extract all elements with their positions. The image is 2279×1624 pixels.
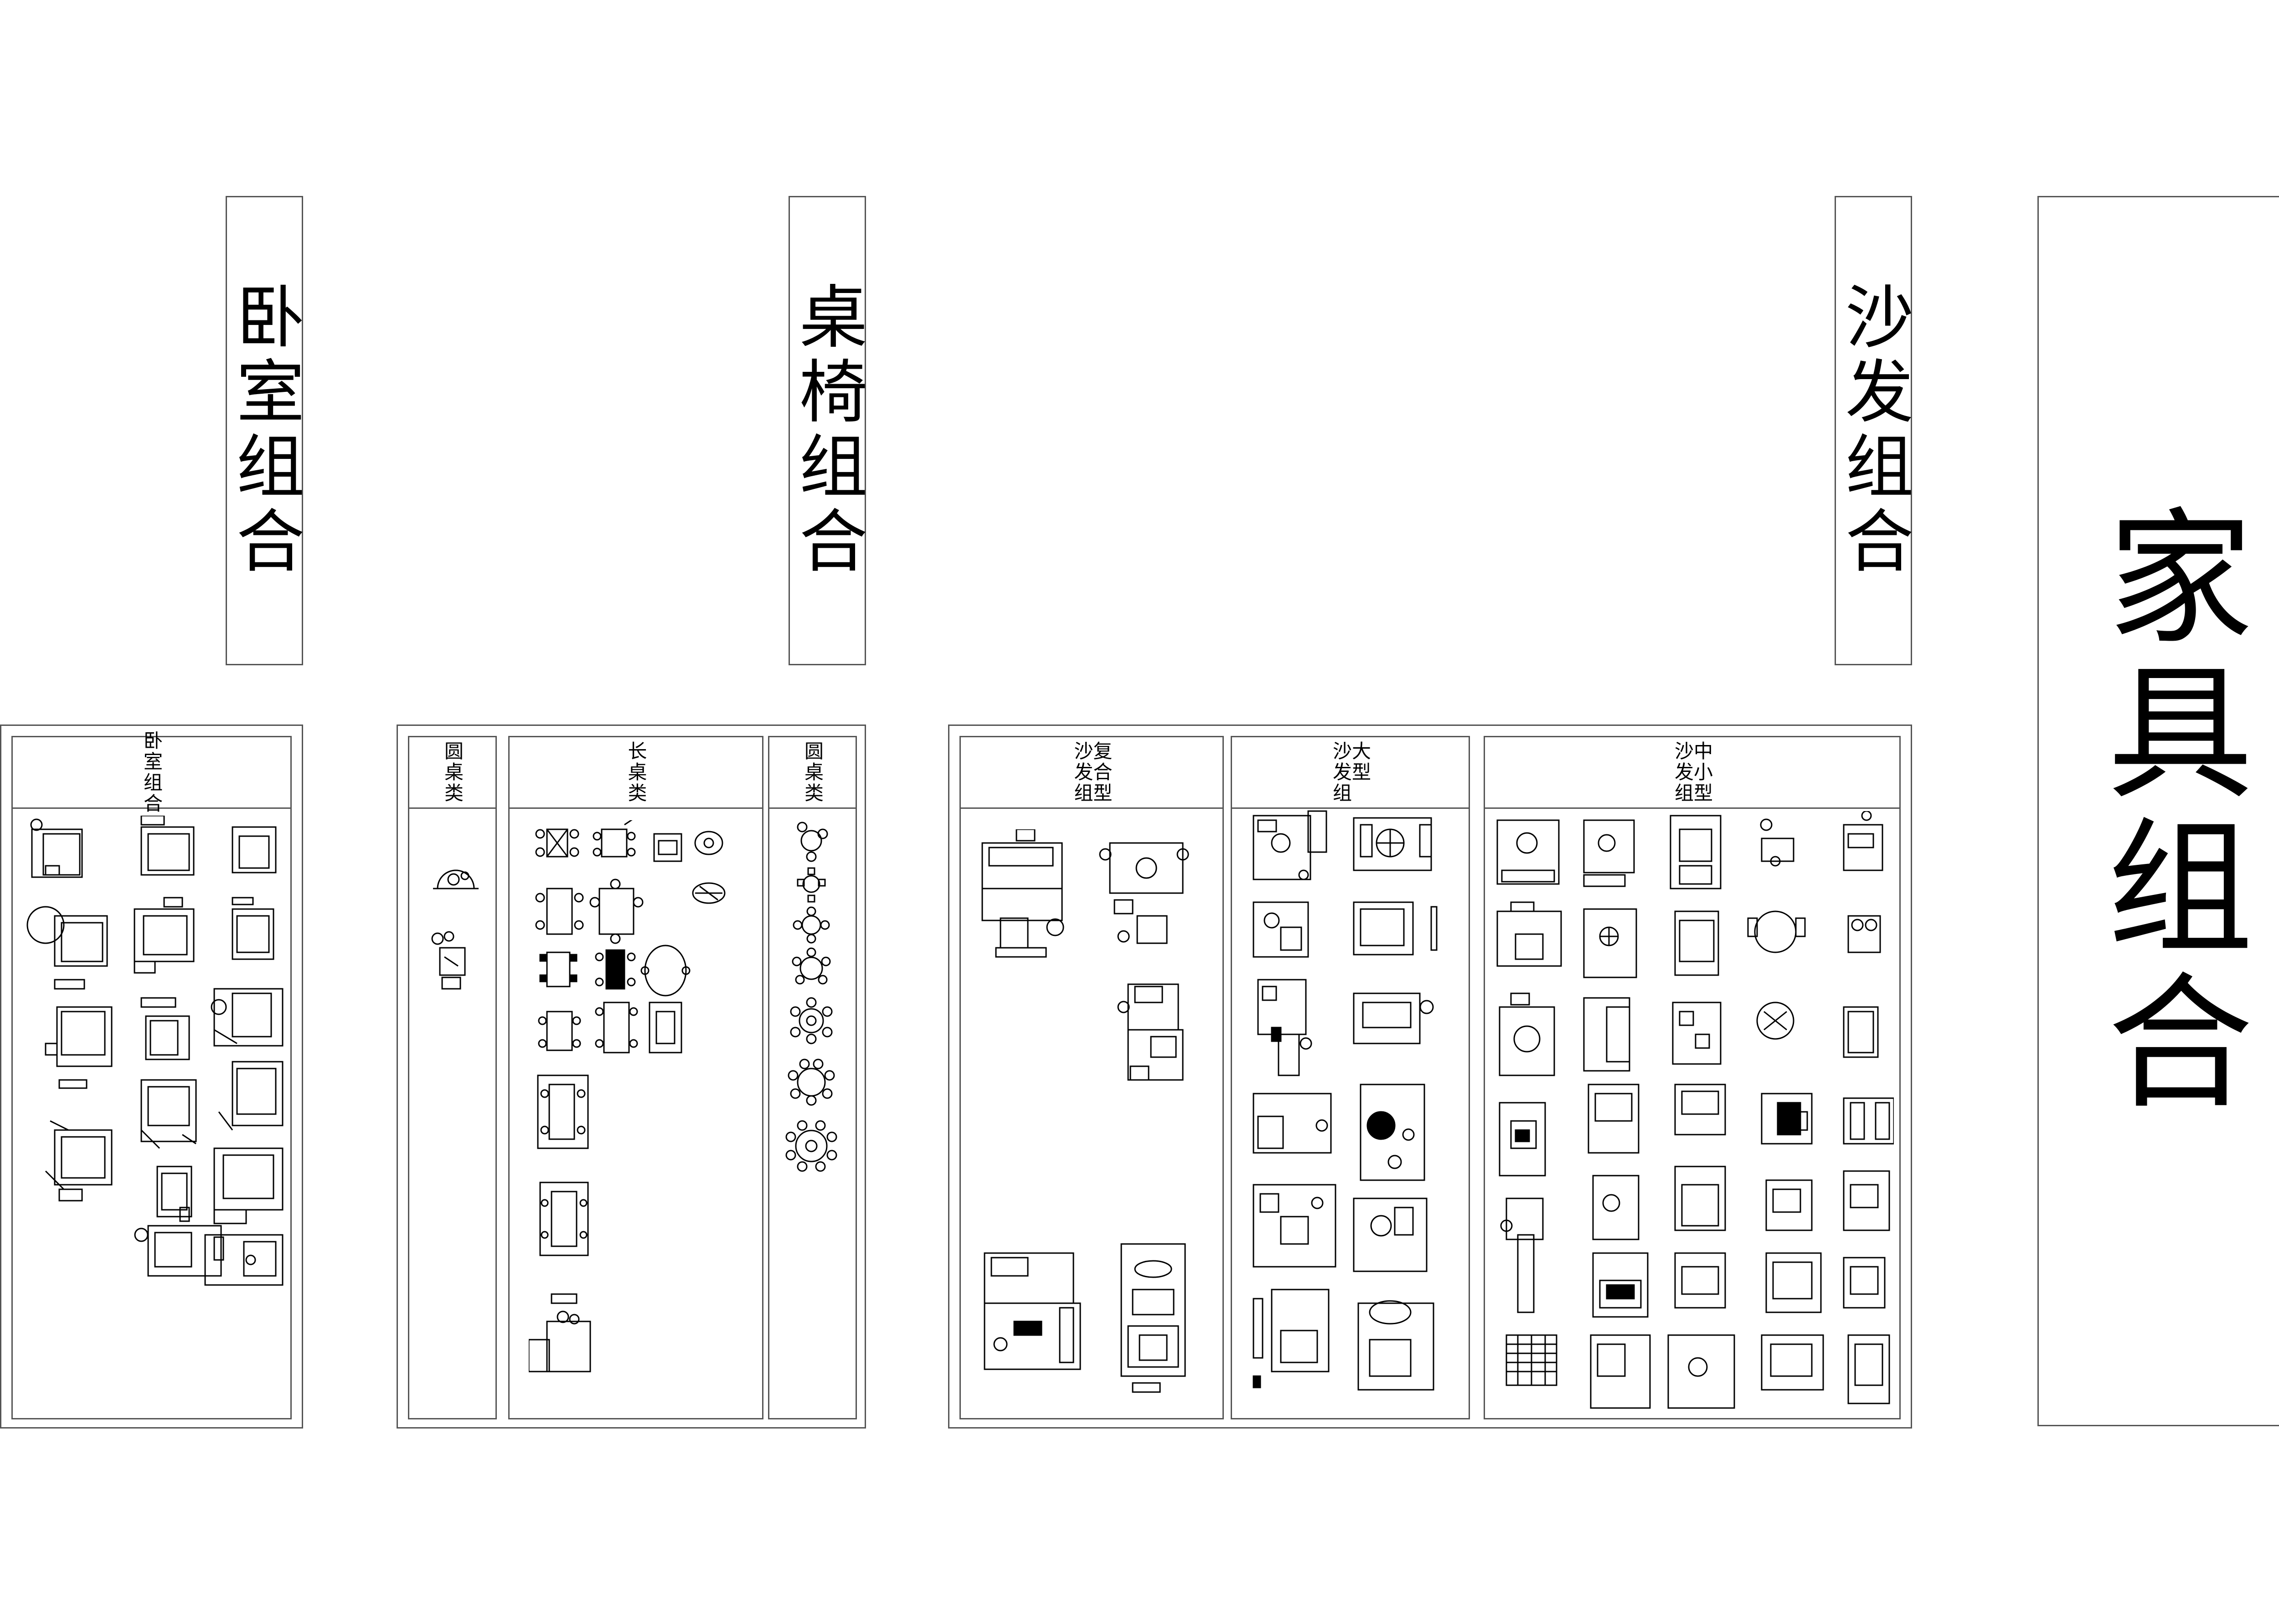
round-table-right-symbols [785,822,837,1172]
round-table-left-panel [408,736,497,1419]
round-table-right-header-box: 圆桌类 [768,736,857,809]
table-chair-section-label-box: 桌椅组合 [788,196,867,665]
main-title: 家具组合 [2083,501,2252,1121]
bedroom-section-label: 卧室组合 [225,281,304,580]
large-sofa-header-box: 大型 沙发组 [1231,736,1470,809]
long-table-symbols [529,820,726,1372]
bedroom-section-label-box: 卧室组合 [225,196,304,665]
composite-sofa-header: 复合型 沙发组 [1071,741,1113,804]
composite-sofa-header-box: 复合型 沙发组 [959,736,1224,809]
table-chair-section-label: 桌椅组合 [788,281,867,580]
sofa-section-label-box: 沙发组合 [1834,196,1913,665]
large-sofa-header: 大型 沙发组 [1330,741,1372,804]
main-title-box: 家具组合 [2037,196,2279,1426]
large-sofa-symbols [1253,810,1438,1391]
bedroom-furniture-symbols [26,816,284,1286]
long-table-header: 长桌类 [625,741,647,804]
sofa-section-label: 沙发组合 [1834,281,1913,580]
composite-sofa-symbols [981,829,1189,1393]
small-medium-sofa-header: 中小型 沙发组 [1671,741,1713,804]
sofa-group-frame [948,725,1912,1429]
small-medium-sofa-symbols [1496,811,1894,1409]
round-table-left-header: 圆桌类 [441,741,464,804]
bedroom-panel-header: 卧室组合 [140,730,163,814]
bedroom-group-frame [0,725,303,1429]
long-table-header-box: 长桌类 [508,736,763,809]
small-medium-sofa-header-box: 中小型 沙发组 [1484,736,1901,809]
round-table-left-header-box: 圆桌类 [408,736,497,809]
round-table-left-symbols [431,869,479,990]
table-chair-group-frame [397,725,866,1429]
round-table-right-header: 圆桌类 [801,741,824,804]
bedroom-panel-header-box: 卧室组合 [11,730,292,814]
